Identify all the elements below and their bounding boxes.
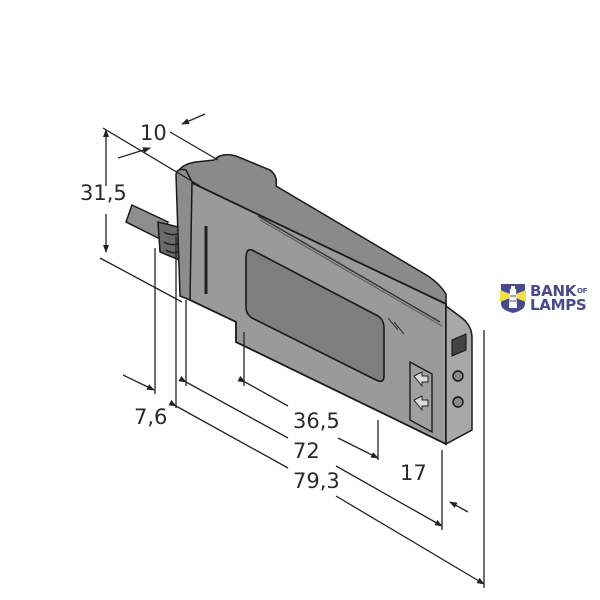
dim-label-total-length: 79,3	[293, 469, 340, 493]
dim-label-inner-length: 36,5	[293, 409, 340, 433]
sensor-housing	[175, 153, 473, 446]
cable	[125, 203, 185, 264]
dim-label-cable-offset: 7,6	[134, 405, 167, 429]
logo-text-bank: BANK	[530, 282, 577, 300]
logo-text-lamps: LAMPS	[530, 296, 587, 314]
dim-label-body-length: 72	[293, 439, 320, 463]
lighthouse-shield-icon	[500, 284, 526, 313]
dim-label-depth: 17	[400, 461, 427, 485]
dim-label-height: 31,5	[80, 181, 127, 205]
logo-text-of: OF	[577, 287, 588, 295]
dim-label-width: 10	[140, 121, 167, 145]
dimension-lines	[99, 113, 485, 588]
bank-of-lamps-logo: BANKOF LAMPS	[500, 282, 587, 314]
